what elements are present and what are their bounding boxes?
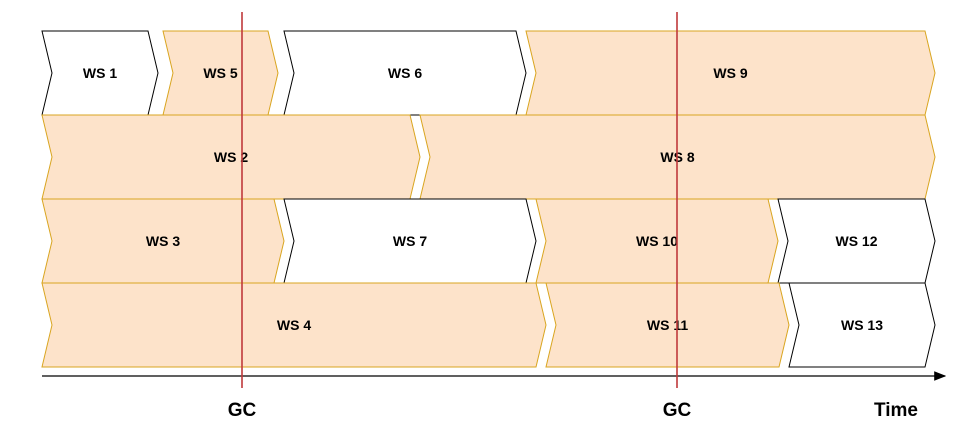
- time-axis-label: Time: [874, 400, 918, 421]
- segment-label: WS 3: [146, 233, 180, 249]
- segment-label: WS 12: [835, 233, 877, 249]
- segment-ws-11: WS 11: [545, 282, 790, 368]
- segment-label: WS 2: [214, 149, 248, 165]
- segment-ws-2: WS 2: [41, 114, 421, 200]
- segment-ws-12: WS 12: [777, 198, 936, 284]
- segment-label: WS 1: [83, 65, 117, 81]
- segment-ws-1: WS 1: [41, 30, 159, 116]
- gc-label: GC: [663, 400, 692, 421]
- segment-label: WS 4: [277, 317, 311, 333]
- segment-label: WS 9: [713, 65, 747, 81]
- segment-label: WS 13: [841, 317, 883, 333]
- segment-ws-13: WS 13: [788, 282, 936, 368]
- segment-label: WS 10: [636, 233, 678, 249]
- gc-label: GC: [228, 400, 257, 421]
- segment-shape: [545, 282, 790, 368]
- segment-shape: [788, 282, 936, 368]
- segment-ws-7: WS 7: [283, 198, 537, 284]
- segment-ws-5: WS 5: [162, 30, 279, 116]
- gc-layer: [241, 12, 678, 388]
- segment-ws-4: WS 4: [41, 282, 547, 368]
- segment-label: WS 5: [203, 65, 237, 81]
- segment-shape: [41, 282, 547, 368]
- segment-label: WS 7: [393, 233, 427, 249]
- segment-ws-3: WS 3: [41, 198, 285, 284]
- segment-ws-9: WS 9: [525, 30, 936, 116]
- segment-label: WS 11: [647, 317, 688, 333]
- segment-ws-10: WS 10: [535, 198, 779, 284]
- segment-ws-6: WS 6: [283, 30, 527, 116]
- segment-label: WS 6: [388, 65, 422, 81]
